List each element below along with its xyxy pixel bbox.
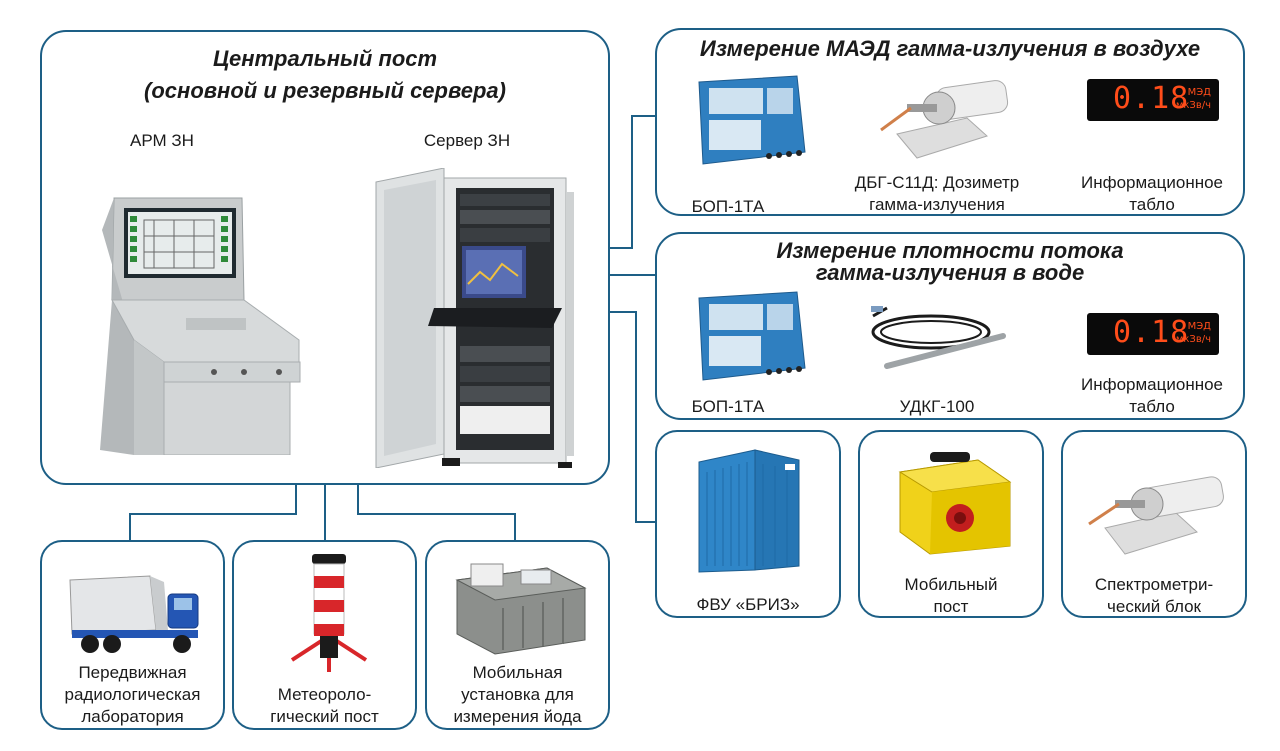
water-title-line1: Измерение плотности потока: [776, 238, 1124, 263]
spectrometric-block-panel: Спектрометри- ческий блок: [1061, 430, 1247, 618]
air-item-2-label1: ДБГ-С11Д: Дозиметр: [854, 173, 1020, 192]
air-measurement-panel: Измерение МАЭД гамма-излучения в воздухе…: [655, 28, 1245, 216]
mobile-lab-label3: лаборатория: [81, 707, 184, 726]
mobile-lab-label2: радиологическая: [64, 685, 201, 704]
mobile-lab-truck-icon: [69, 575, 199, 653]
mobile-lab-label1: Передвижная: [78, 663, 187, 682]
iodine-unit-case-icon: [455, 563, 587, 655]
meteo-label1: Метеороло-: [277, 685, 372, 704]
display-unit-label: МЭД: [1187, 321, 1211, 332]
iodine-label3: измерения йода: [453, 707, 582, 726]
mobile-post-label2: пост: [933, 597, 969, 616]
server-label: Сервер ЗН: [423, 131, 511, 150]
mobile-post-panel: Мобильный пост: [858, 430, 1044, 618]
water-item-2-label: УДКГ-100: [899, 397, 975, 416]
info-board-display: 0.18 МЭД мкЗв/ч: [1087, 79, 1219, 121]
server-rack-image: [375, 168, 574, 468]
bop-device-icon: [698, 291, 806, 381]
water-measurement-panel: Измерение плотности потока гамма-излучен…: [655, 232, 1245, 420]
water-item-3-label1: Информационное: [1080, 375, 1224, 394]
spectrometric-label2: ческий блок: [1107, 597, 1201, 616]
display-value: 0.18: [1113, 81, 1190, 116]
display-unit: мкЗв/ч: [1175, 100, 1211, 111]
meteo-post-icon: [290, 554, 368, 672]
iodine-label2: установка для: [461, 685, 574, 704]
air-title: Измерение МАЭД гамма-излучения в воздухе: [699, 36, 1201, 61]
air-item-3-label2: табло: [1129, 195, 1175, 214]
central-post-panel: Центральный пост (основной и резервный с…: [40, 30, 610, 485]
connector-air: [609, 115, 655, 249]
fvu-briz-panel: ФВУ «БРИЗ»: [655, 430, 841, 618]
central-title-line1: Центральный пост: [212, 46, 438, 71]
info-board-display: 0.18 МЭД мкЗв/ч: [1087, 313, 1219, 355]
central-title-line2: (основной и резервный сервера): [144, 78, 506, 103]
water-title-line2: гамма-излучения в воде: [815, 260, 1085, 285]
fvu-label: ФВУ «БРИЗ»: [696, 595, 800, 614]
meteo-post-panel: Метеороло- гический пост: [232, 540, 417, 730]
iodine-unit-panel: Мобильная установка для измерения йода: [425, 540, 610, 730]
spectrometric-label1: Спектрометри-: [1094, 575, 1214, 594]
display-unit: мкЗв/ч: [1175, 334, 1211, 345]
water-item-1-label: БОП-1ТА: [691, 397, 765, 416]
iodine-label1: Мобильная: [472, 663, 563, 682]
air-item-2-label2: гамма-излучения: [869, 195, 1005, 214]
udkg-detector-icon: [871, 306, 1006, 369]
mobile-lab-panel: Передвижная радиологическая лаборатория: [40, 540, 225, 730]
water-item-3-label2: табло: [1129, 397, 1175, 416]
air-item-1-label: БОП-1ТА: [691, 197, 765, 216]
display-unit-label: МЭД: [1187, 87, 1211, 98]
air-item-3-label1: Информационное: [1080, 173, 1224, 192]
fvu-container-icon: [698, 449, 800, 573]
bop-device-icon: [698, 75, 806, 165]
connector-fvu: [609, 311, 655, 523]
dbg-dosimeter-icon: [880, 80, 1009, 159]
mobile-post-label1: Мобильный: [904, 575, 998, 594]
arm-label: АРМ ЗН: [130, 131, 194, 150]
connector-iodine: [357, 484, 516, 540]
meteo-label2: гический пост: [270, 707, 379, 726]
arm-console-image: [100, 197, 301, 455]
connector-lab: [129, 484, 297, 540]
mobile-post-case-icon: [898, 452, 1012, 555]
spectrometric-block-icon: [1088, 476, 1224, 555]
display-value: 0.18: [1113, 315, 1190, 350]
